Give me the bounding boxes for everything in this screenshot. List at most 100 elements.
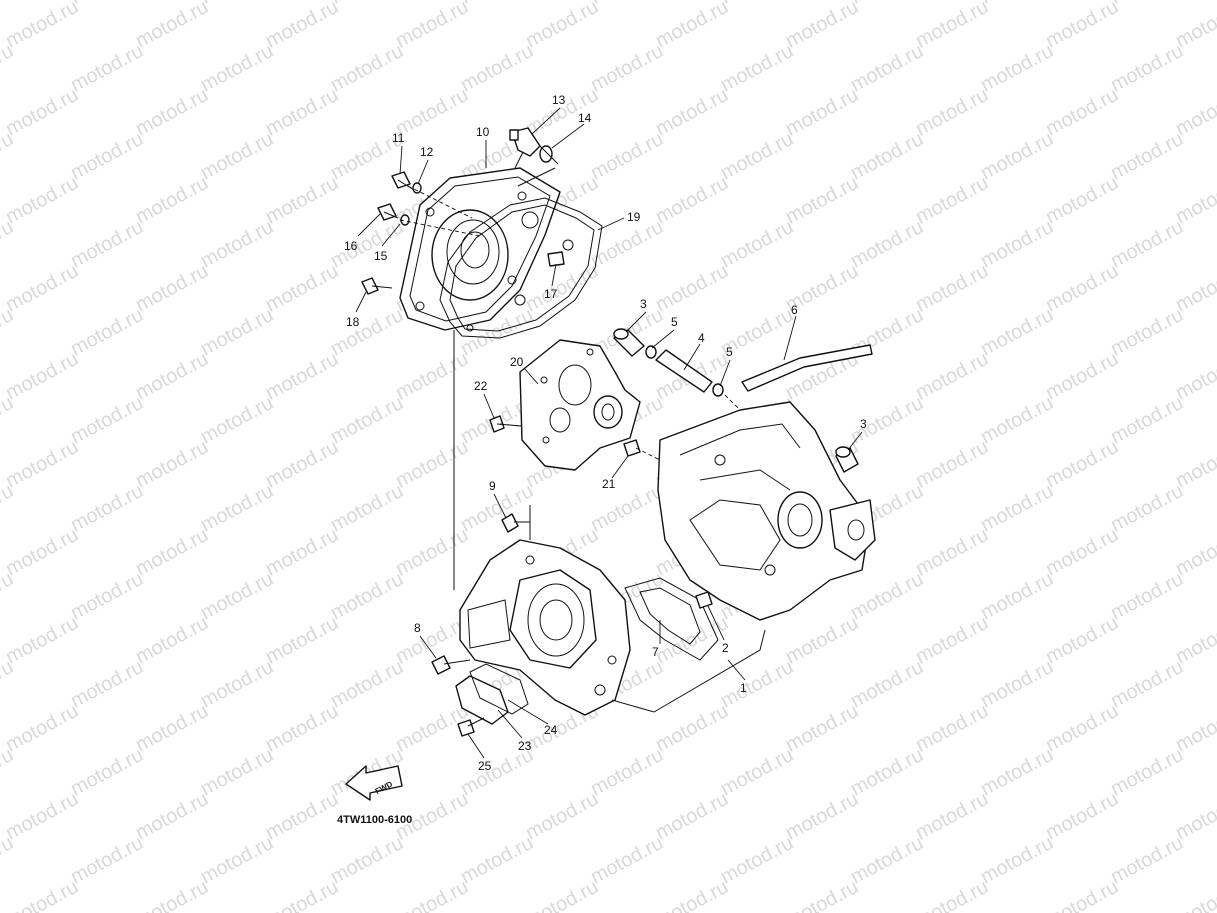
- watermark-text: motod.ru: [912, 348, 992, 404]
- watermark-text: motod.ru: [327, 832, 407, 888]
- bolt-18-part: [361, 277, 393, 295]
- watermark-text: motod.ru: [847, 744, 927, 800]
- watermark-text: motod.ru: [912, 876, 992, 913]
- watermark-text: motod.ru: [977, 128, 1057, 184]
- watermark-text: motod.ru: [2, 700, 82, 756]
- watermark-text: motod.ru: [262, 84, 342, 140]
- watermark-text: motod.ru: [67, 40, 147, 96]
- watermark-text: motod.ru: [522, 876, 602, 913]
- watermark-text: motod.ru: [67, 832, 147, 888]
- watermark-text: motod.ru: [717, 128, 797, 184]
- watermark-text: motod.ru: [977, 656, 1057, 712]
- watermark-text: motod.ru: [587, 40, 667, 96]
- watermark-text: motod.ru: [1042, 84, 1122, 140]
- dowel-21-part: [623, 439, 641, 457]
- callout-7: 7: [652, 645, 659, 659]
- watermark-text: motod.ru: [977, 832, 1057, 888]
- watermark-text: motod.ru: [262, 788, 342, 844]
- callout-18: 18: [346, 315, 360, 329]
- watermark-text: motod.ru: [132, 612, 212, 668]
- watermark-text: motod.ru: [1107, 0, 1187, 8]
- watermark-text: motod.ru: [197, 128, 277, 184]
- watermark-text: motod.ru: [652, 260, 732, 316]
- watermark-text: motod.ru: [262, 876, 342, 913]
- watermark-text: motod.ru: [1042, 436, 1122, 492]
- watermark-text: motod.ru: [392, 0, 472, 52]
- watermark-text: motod.ru: [132, 172, 212, 228]
- watermark-text: motod.ru: [1042, 876, 1122, 913]
- callout-2: 2: [722, 641, 729, 655]
- watermark-text: motod.ru: [977, 304, 1057, 360]
- watermark-text: motod.ru: [67, 656, 147, 712]
- diagram-code: 4TW1100-6100: [337, 814, 412, 826]
- oil-pump-plate-part: [519, 339, 641, 471]
- watermark-text: motod.ru: [67, 744, 147, 800]
- callout-16: 16: [344, 239, 358, 253]
- watermark-text: motod.ru: [327, 480, 407, 536]
- watermark-text: motod.ru: [197, 832, 277, 888]
- watermark-text: motod.ru: [587, 744, 667, 800]
- watermark-text: motod.ru: [392, 876, 472, 913]
- watermark-text: motod.ru: [67, 304, 147, 360]
- gasket-24-part: [469, 663, 529, 715]
- dowel-2-part: [695, 591, 713, 609]
- o-ring-14-part: [539, 145, 553, 163]
- collar-3b-part: [835, 446, 859, 473]
- watermark-text: motod.ru: [132, 700, 212, 756]
- watermark-text: motod.ru: [327, 40, 407, 96]
- watermark-text: motod.ru: [782, 172, 862, 228]
- watermark-text: motod.ru: [782, 700, 862, 756]
- watermark-text: motod.ru: [977, 568, 1057, 624]
- callout-20: 20: [510, 355, 524, 369]
- watermark-text: motod.ru: [1107, 480, 1187, 536]
- bolt-16-part: [377, 203, 399, 221]
- watermark-text: motod.ru: [717, 216, 797, 272]
- callout-19: 19: [627, 210, 641, 224]
- watermark-text: motod.ru: [262, 524, 342, 580]
- watermark-text: motod.ru: [1107, 40, 1187, 96]
- watermark-text: motod.ru: [262, 172, 342, 228]
- watermark-text: motod.ru: [457, 832, 537, 888]
- watermark-text: motod.ru: [2, 524, 82, 580]
- watermark-text: motod.ru: [587, 832, 667, 888]
- watermark-text: motod.ru: [197, 216, 277, 272]
- watermark-text: motod.ru: [1042, 172, 1122, 228]
- watermark-text: motod.ru: [197, 392, 277, 448]
- watermark-text: motod.ru: [1107, 392, 1187, 448]
- callout-9: 9: [489, 479, 496, 493]
- watermark-text: motod.ru: [1042, 348, 1122, 404]
- watermark-text: motod.ru: [847, 832, 927, 888]
- watermark-text: motod.ru: [262, 348, 342, 404]
- watermark-text: motod.ru: [327, 216, 407, 272]
- bolt-9-part: [501, 513, 530, 533]
- watermark-text: motod.ru: [912, 84, 992, 140]
- watermark-text: motod.ru: [457, 480, 537, 536]
- watermark-text: motod.ru: [782, 0, 862, 52]
- watermark-text: motod.ru: [262, 260, 342, 316]
- watermark-text: motod.ru: [522, 0, 602, 52]
- watermark-text: motod.ru: [912, 524, 992, 580]
- pipe-4-part: [655, 349, 713, 393]
- watermark-text: motod.ru: [132, 788, 212, 844]
- watermark-text: motod.ru: [67, 128, 147, 184]
- watermark-text: motod.ru: [197, 40, 277, 96]
- watermark-text: motod.ru: [912, 172, 992, 228]
- bolt-11-part: [391, 171, 415, 191]
- watermark-text: motod.ru: [1042, 260, 1122, 316]
- callout-5b: 5: [726, 345, 733, 359]
- watermark-text: motod.ru: [1107, 304, 1187, 360]
- watermark-text: motod.ru: [67, 0, 147, 8]
- watermark-text: motod.ru: [847, 568, 927, 624]
- watermark-text: motod.ru: [652, 172, 732, 228]
- watermark-text: motod.ru: [457, 40, 537, 96]
- watermark-text: motod.ru: [977, 480, 1057, 536]
- bolt-8-part: [431, 655, 471, 675]
- watermark-text: motod.ru: [67, 216, 147, 272]
- callout-5: 5: [671, 315, 678, 329]
- watermark-text: motod.ru: [327, 656, 407, 712]
- watermark-text: motod.ru: [1107, 128, 1187, 184]
- callout-21: 21: [602, 477, 616, 491]
- watermark-text: motod.ru: [2, 84, 82, 140]
- watermark-text: motod.ru: [197, 0, 277, 8]
